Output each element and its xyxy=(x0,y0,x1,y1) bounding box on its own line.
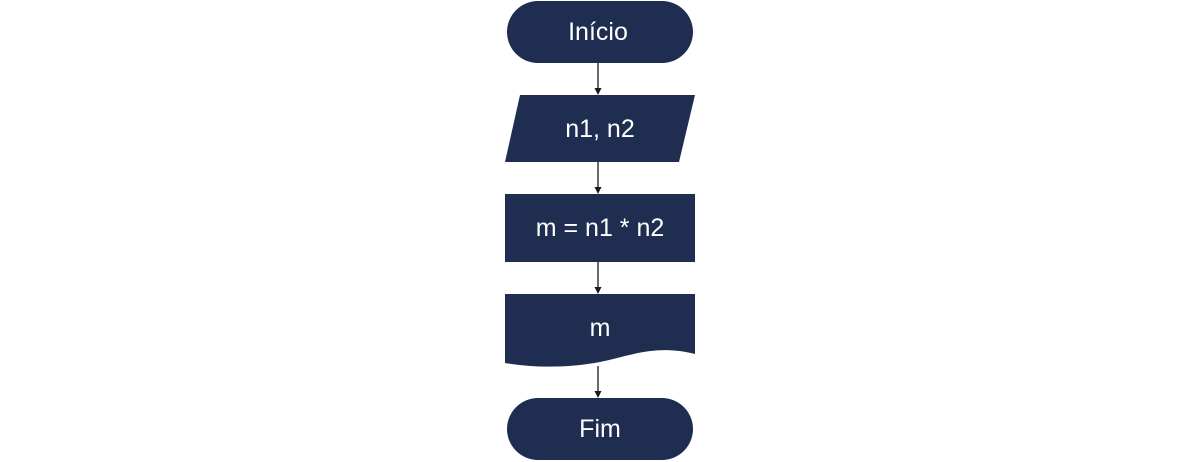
output-document-node: m xyxy=(505,294,695,367)
arrowhead xyxy=(594,287,602,294)
arrowhead xyxy=(594,187,602,194)
terminator-shape xyxy=(507,398,693,460)
parallelogram-shape xyxy=(505,95,695,162)
end-terminator: Fim xyxy=(507,398,693,460)
connector-process-to-output xyxy=(594,262,602,294)
arrowhead xyxy=(594,88,602,95)
start-label: Início xyxy=(568,18,628,46)
terminator-shape xyxy=(507,1,693,63)
connector-input-to-process xyxy=(594,162,602,194)
output-label: m xyxy=(590,314,611,342)
arrowhead xyxy=(594,391,602,398)
process-shape xyxy=(505,194,695,262)
process-label: m = n1 * n2 xyxy=(536,214,665,242)
connector-start-to-input xyxy=(594,63,602,95)
process-node: m = n1 * n2 xyxy=(505,194,695,262)
connector-output-to-end xyxy=(594,366,602,398)
input-label: n1, n2 xyxy=(565,115,635,143)
end-label: Fim xyxy=(579,415,621,443)
start-terminator: Início xyxy=(507,1,693,63)
input-data-node: n1, n2 xyxy=(505,95,695,162)
document-shape xyxy=(505,294,695,367)
connectors xyxy=(594,63,602,398)
